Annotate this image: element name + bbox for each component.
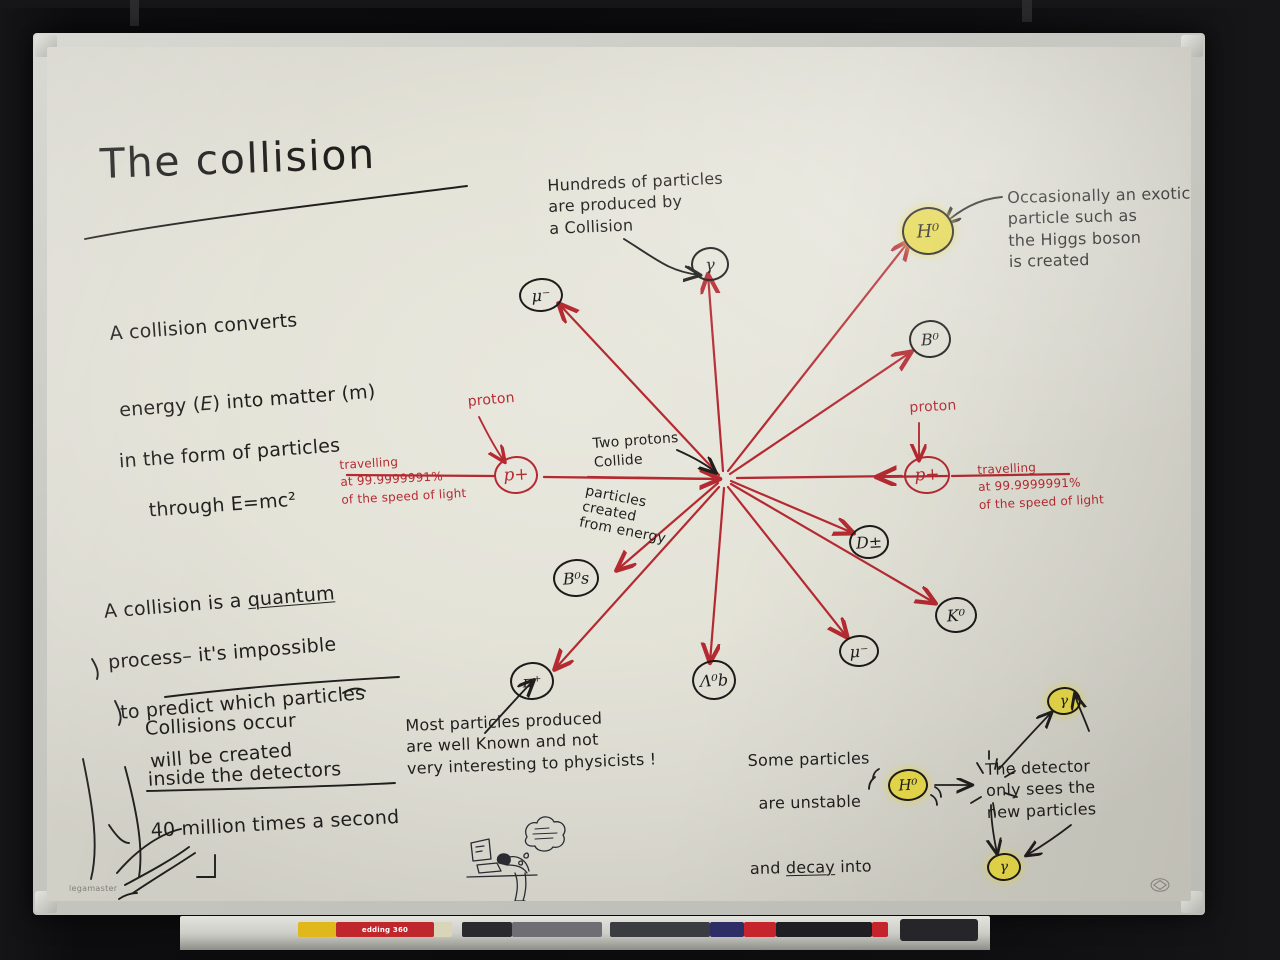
- pen-yellow-marker[interactable]: [298, 922, 336, 937]
- particle-symbol: Λ⁰b: [699, 669, 729, 691]
- pen-black-marker-1[interactable]: [462, 922, 512, 937]
- note-collision-frequency: Collisions occur inside the detectors 40…: [143, 678, 401, 870]
- particle-higgs-boson[interactable]: H⁰: [900, 205, 956, 257]
- particle-proton-left-label: p+: [502, 464, 530, 486]
- label-proton-left: proton: [467, 389, 516, 410]
- note-energy-line2-a: energy (: [118, 393, 202, 422]
- page-title: The collision: [99, 129, 377, 188]
- particle-symbol: H⁰: [915, 219, 940, 243]
- label-particles-created-from-energy: particles created from energy: [577, 483, 668, 548]
- pen-edding-360-marker[interactable]: edding 360: [336, 922, 434, 937]
- note-frequency-line2: inside the detectors: [147, 758, 342, 792]
- pen-yellow-cap[interactable]: [434, 922, 452, 937]
- whiteboard-frame: The collision A collision converts energ…: [33, 33, 1205, 915]
- particle-symbol: μ⁻: [531, 285, 551, 305]
- pen-dark-marker[interactable]: [610, 922, 710, 937]
- pen-red-marker[interactable]: [744, 922, 776, 937]
- particle-symbol: γ: [999, 858, 1009, 876]
- pen-grey-marker[interactable]: [512, 922, 602, 937]
- pen-blue-marker[interactable]: [710, 922, 744, 937]
- keyword-quantum: quantum: [246, 582, 336, 612]
- particle-bs-meson[interactable]: B⁰s: [552, 557, 600, 599]
- note-unstable-line3-a: and: [749, 857, 787, 878]
- ceiling-gap-right: [1022, 0, 1032, 22]
- note-hundreds-of-particles: Hundreds of particles are produced by a …: [547, 168, 724, 238]
- note-frequency-line1: Collisions occur: [144, 709, 297, 741]
- ceiling-band: [0, 0, 1280, 8]
- note-higgs-boson: Occasionally an exotic particle such as …: [1007, 183, 1191, 272]
- pen-black-marker-2[interactable]: [776, 922, 872, 937]
- note-energy-line2-b: ) into matter (m): [211, 380, 377, 415]
- particle-symbol: H⁰: [897, 775, 919, 795]
- whiteboard-eraser[interactable]: [900, 919, 978, 941]
- note-unstable-line1: Some particles: [747, 748, 870, 771]
- note-well-known-particles: Most particles produced are well Known a…: [405, 708, 657, 778]
- particle-pion-plus[interactable]: π⁺: [509, 660, 555, 702]
- keyword-decay: decay: [785, 856, 836, 877]
- bored-physicist-doodle: [466, 816, 566, 901]
- note-unstable-line3: and decay into: [749, 833, 879, 879]
- pen-edding-label: edding 360: [361, 925, 409, 934]
- particle-muon-minus-upper-left[interactable]: μ⁻: [518, 276, 564, 314]
- particle-symbol: K⁰: [946, 605, 966, 625]
- label-proton-right: proton: [909, 397, 957, 416]
- particle-lambda-b-baryon[interactable]: Λ⁰b: [690, 658, 738, 702]
- particle-proton-left[interactable]: p+: [493, 454, 539, 496]
- pen-red-cap[interactable]: [872, 922, 888, 937]
- note-unstable-line2: are unstable: [758, 791, 862, 814]
- note-energy-line1: A collision converts: [108, 309, 299, 346]
- note-quantum-line1: A collision is a quantum: [101, 554, 358, 625]
- particle-b-meson-neutral[interactable]: B⁰: [908, 318, 952, 360]
- particle-symbol: D±: [855, 531, 883, 553]
- label-travelling-right: travelling at 99.9999991% of the speed o…: [977, 460, 1105, 512]
- particle-d-meson-charged[interactable]: D±: [848, 523, 890, 561]
- particle-muon-minus-lower-right[interactable]: μ⁻: [838, 633, 880, 669]
- note-unstable-line4: other particles: [751, 898, 881, 901]
- note-quantum-line2: process– it's impossible: [107, 633, 338, 674]
- whiteboard-surface: The collision A collision converts energ…: [47, 47, 1191, 901]
- note-energy-to-matter: A collision converts energy (E) into mat…: [107, 278, 386, 551]
- particle-symbol: γ: [1059, 692, 1069, 710]
- particle-symbol: B⁰s: [562, 567, 590, 589]
- particle-photon-gamma-top[interactable]: γ: [690, 246, 730, 282]
- particle-kaon-neutral[interactable]: K⁰: [934, 595, 978, 635]
- board-brand-logo: legamaster: [69, 884, 118, 893]
- label-two-protons-collide: Two protons Collide: [592, 429, 680, 471]
- note-frequency-line3: 40 million times a second: [150, 806, 400, 843]
- decay-source-higgs[interactable]: H⁰: [887, 767, 929, 803]
- marker-tray-lip: [180, 938, 990, 950]
- board-corner-mark-icon: [1150, 878, 1170, 892]
- note-energy-line2: energy (E) into matter (m): [113, 354, 377, 424]
- ceiling-gap-left: [130, 0, 139, 26]
- decay-product-photon-2[interactable]: γ: [986, 852, 1022, 882]
- particle-symbol: π⁺: [522, 671, 542, 691]
- particle-symbol: μ⁻: [849, 641, 869, 661]
- particle-proton-right[interactable]: p+: [903, 454, 951, 496]
- decay-product-photon-1[interactable]: γ: [1046, 686, 1082, 716]
- particle-symbol: γ: [704, 254, 716, 274]
- note-detector-sees-new-particles: The detector only sees the new particles: [985, 756, 1097, 822]
- particle-symbol: B⁰: [920, 329, 940, 349]
- marker-tray: edding 360: [180, 916, 990, 950]
- particle-proton-right-label: p+: [913, 464, 941, 486]
- note-unstable-line3-b: into: [834, 856, 872, 876]
- note-quantum-line1-a: A collision is a: [103, 589, 249, 623]
- note-unstable-particles: Some particles are unstable and decay in…: [747, 726, 882, 901]
- label-travelling-left: travelling at 99.9999991% of the speed o…: [339, 454, 467, 507]
